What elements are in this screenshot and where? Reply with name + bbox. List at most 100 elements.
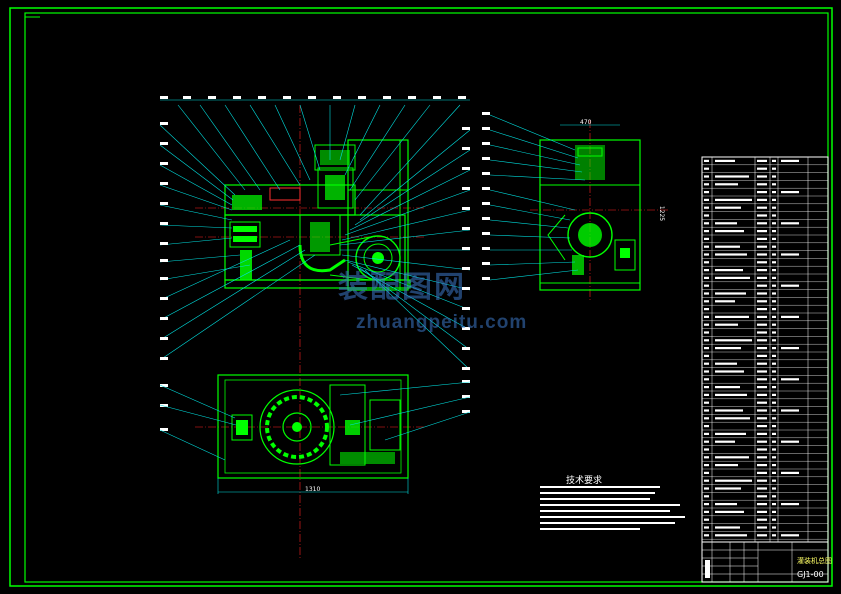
table-cell-mark [704, 206, 709, 209]
table-cell-mark [757, 198, 767, 201]
table-cell-mark [704, 347, 709, 350]
top-view-leaders [159, 381, 471, 461]
table-cell-mark [757, 487, 767, 490]
table-cell-mark [757, 261, 767, 264]
table-cell-mark [715, 339, 752, 342]
side-view [530, 120, 670, 300]
parts-list-table [701, 156, 829, 543]
table-cell-mark [704, 487, 709, 490]
table-cell-mark [757, 425, 767, 428]
front-view [195, 105, 425, 560]
table-cell-mark [715, 456, 749, 459]
table-cell-mark [772, 464, 776, 467]
table-cell-mark [757, 292, 767, 295]
table-cell-mark [772, 308, 776, 311]
table-cell-mark [772, 253, 776, 256]
table-cell-mark [715, 432, 746, 435]
table-cell-mark [757, 175, 767, 178]
table-cell-mark [757, 183, 767, 186]
top-view-width-dim: 1310 [305, 486, 321, 493]
table-cell-mark [757, 378, 767, 381]
table-cell-mark [781, 503, 799, 506]
table-cell-mark [772, 214, 776, 217]
table-cell-mark [715, 269, 743, 272]
table-cell-mark [781, 191, 799, 194]
table-cell-mark [757, 237, 767, 240]
table-cell-mark [715, 487, 741, 490]
table-cell-mark [715, 230, 744, 233]
drawing-code: GJ1-00 [797, 570, 824, 579]
table-cell-mark [772, 339, 776, 342]
table-cell-mark [757, 440, 767, 443]
table-cell-mark [772, 495, 776, 498]
table-cell-mark [757, 230, 767, 233]
table-cell-mark [757, 479, 767, 482]
table-cell-mark [704, 378, 709, 381]
table-cell-mark [757, 206, 767, 209]
table-cell-mark [704, 354, 709, 357]
table-cell-mark [704, 456, 709, 459]
table-cell-mark [704, 175, 709, 178]
table-cell-mark [781, 159, 799, 162]
table-cell-mark [757, 534, 767, 537]
side-view-part-marks [482, 112, 490, 280]
tech-requirements-lines [540, 486, 685, 530]
table-cell-mark [704, 362, 709, 365]
table-cell-mark [704, 503, 709, 506]
table-cell-mark [757, 191, 767, 194]
table-cell-mark [772, 362, 776, 365]
table-cell-mark [772, 386, 776, 389]
table-cell-mark [715, 175, 749, 178]
table-cell-mark [757, 300, 767, 303]
table-cell-mark [772, 331, 776, 334]
table-cell-mark [757, 276, 767, 279]
table-cell-mark [772, 269, 776, 272]
table-cell-mark [715, 534, 747, 537]
table-cell-mark [704, 323, 709, 326]
table-cell-mark [715, 347, 741, 350]
table-cell-mark [757, 386, 767, 389]
table-cell-mark [772, 159, 776, 162]
table-cell-mark [781, 471, 799, 474]
table-cell-mark [715, 206, 741, 209]
table-cell-mark [757, 393, 767, 396]
table-cell-mark [772, 284, 776, 287]
table-cell-mark [772, 230, 776, 233]
table-cell-mark [704, 214, 709, 217]
table-cell-mark [772, 300, 776, 303]
table-cell-mark [715, 417, 750, 420]
table-cell-mark [704, 471, 709, 474]
table-cell-mark [757, 331, 767, 334]
table-cell-mark [715, 245, 740, 248]
table-cell-mark [704, 479, 709, 482]
table-cell-mark [772, 191, 776, 194]
table-cell-mark [704, 510, 709, 513]
side-view-leaders [489, 114, 586, 281]
table-cell-mark [772, 440, 776, 443]
table-cell-mark [704, 198, 709, 201]
drawing-name: 灌装机总图 [797, 557, 832, 565]
table-cell-mark [757, 510, 767, 513]
table-cell-mark [772, 292, 776, 295]
table-cell-mark [772, 183, 776, 186]
table-cell-mark [772, 471, 776, 474]
table-cell-mark [757, 448, 767, 451]
table-cell-mark [704, 167, 709, 170]
table-cell-mark [704, 222, 709, 225]
table-cell-mark [772, 425, 776, 428]
table-cell-mark [715, 300, 735, 303]
table-cell-mark [715, 362, 737, 365]
side-view-width-dim: 470 [580, 119, 592, 126]
table-cell-mark [704, 300, 709, 303]
table-cell-mark [772, 487, 776, 490]
top-view [195, 374, 425, 494]
table-cell-mark [704, 425, 709, 428]
table-cell-mark [704, 409, 709, 412]
table-cell-mark [781, 409, 799, 412]
table-cell-mark [757, 526, 767, 529]
table-cell-mark [715, 510, 744, 513]
table-cell-mark [772, 401, 776, 404]
table-cell-mark [704, 183, 709, 186]
table-cell-mark [757, 518, 767, 521]
